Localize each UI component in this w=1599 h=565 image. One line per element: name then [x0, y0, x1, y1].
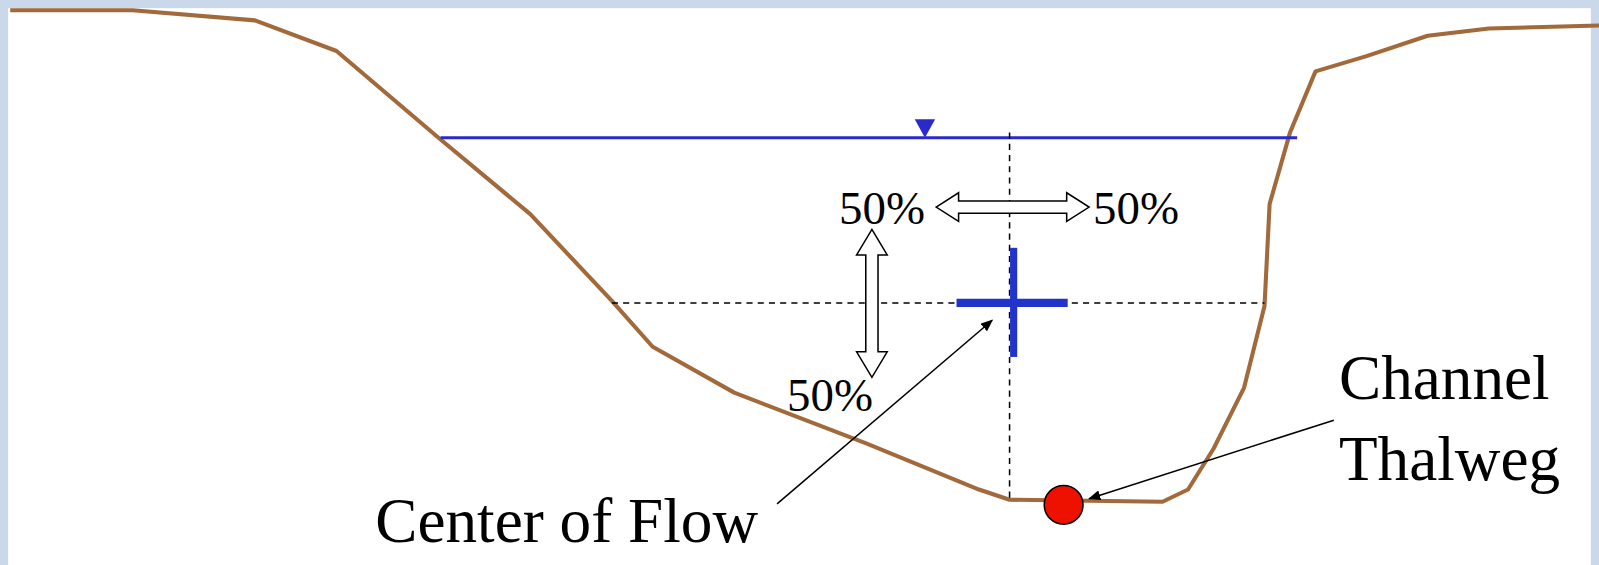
thalweg-dot: [1044, 485, 1083, 524]
center-cross: [1010, 248, 1017, 357]
thalweg-label: Channel Thalweg: [1339, 337, 1589, 500]
percent-label: 50%: [1085, 183, 1187, 236]
percent-label: 50%: [781, 369, 879, 422]
percent-label: 50%: [831, 183, 933, 236]
channel-bed: [10, 10, 1599, 502]
leader-line: [777, 320, 992, 504]
water-level-symbol: [915, 119, 935, 137]
horizontal-split-arrow: [936, 193, 1089, 222]
white-ground: [8, 8, 1591, 565]
horizontal-centerline: [612, 302, 1265, 304]
leader-line: [1089, 420, 1334, 499]
center-label: Center of Flow: [375, 484, 775, 555]
vertical-split-arrow: [857, 229, 888, 377]
water-surface: [441, 136, 1298, 139]
